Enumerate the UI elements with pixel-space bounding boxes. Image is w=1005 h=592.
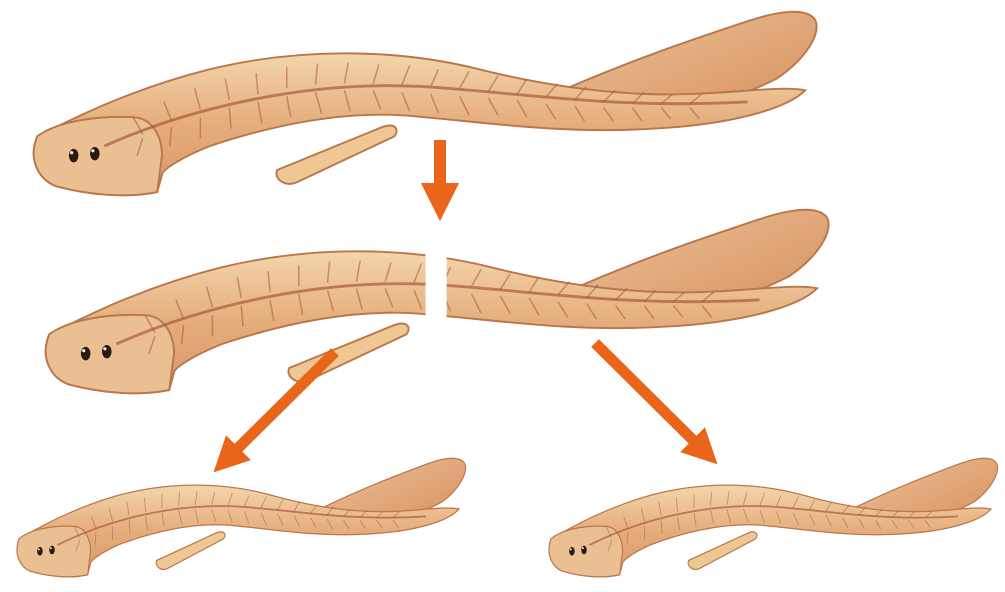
cut-line [426,229,447,363]
planarian-cut [46,210,829,394]
planarian-regenerated-left [17,458,466,577]
planarian-regenerated-right [549,458,998,577]
arrow-down-left-icon [226,352,335,460]
planarian-whole [34,12,817,196]
arrow-down-right-icon [595,343,705,452]
